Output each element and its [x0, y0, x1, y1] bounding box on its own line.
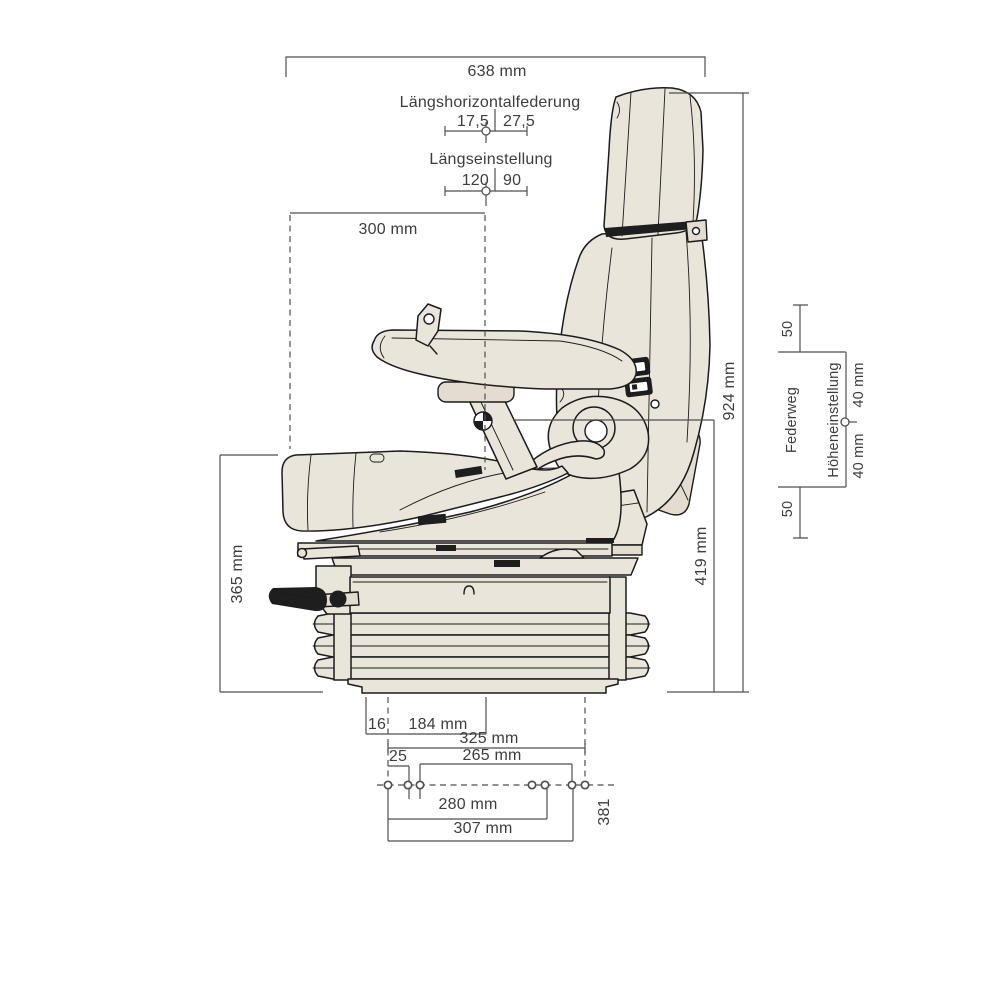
cushion-seam-front	[306, 454, 312, 531]
dim-924-lines	[667, 92, 749, 693]
headrest-seam-left	[621, 91, 632, 237]
lever-grip-highlight	[278, 592, 315, 599]
dim-25-label: 25	[389, 748, 407, 765]
dim-overall-width-bracket	[285, 56, 706, 77]
headrest-corner-seam	[616, 101, 620, 119]
dim-16-label: 16	[368, 716, 386, 733]
cushion-latch-lower	[417, 513, 447, 526]
base-bottom-plate	[347, 678, 619, 694]
dim-280-label: 280 mm	[439, 796, 498, 813]
dim-40-down-label: 40 mm	[851, 433, 867, 478]
backrest-seam-rear	[685, 231, 691, 443]
mount-hole-icon	[567, 780, 577, 790]
hook-bracket	[415, 303, 442, 347]
bracket-screw-icon	[691, 226, 701, 236]
suspension-bellows	[312, 612, 651, 680]
dim-adjust-center-icon	[481, 186, 491, 196]
armrest-seam	[391, 337, 623, 362]
dim-265-lines	[419, 763, 573, 799]
dim-50-top-label: 50	[780, 321, 796, 338]
rail-handle-bar	[301, 545, 361, 560]
dim-265-label: 265 mm	[463, 747, 522, 764]
hook-bracket-stem	[429, 345, 438, 355]
mount-hole-icon	[540, 780, 550, 790]
dim-381-label: 381	[596, 798, 613, 825]
headrest-gap	[605, 221, 694, 237]
cushion-latch-upper	[454, 465, 483, 478]
dim-419-lines	[513, 419, 715, 692]
base-column-right	[608, 576, 627, 681]
mount-hole-icon	[580, 780, 590, 790]
headrest-seam-right	[689, 95, 695, 223]
dim-50-bottom-lines	[793, 487, 808, 539]
side-shell-seam	[379, 491, 546, 533]
base-box-clip-mark	[463, 585, 475, 595]
switch-lower-dot	[631, 384, 638, 390]
dim-419-label: 419 mm	[693, 527, 710, 586]
dim-height-adjust-label: Höheneinstellung	[826, 362, 842, 477]
cushion-top-seam	[399, 467, 559, 511]
dim-184-label: 184 mm	[409, 716, 468, 733]
mount-hole-icon	[415, 780, 425, 790]
mount-hole-icon	[527, 780, 537, 790]
dim-924-label: 924 mm	[721, 362, 738, 421]
dim-300-extension-lines	[289, 215, 486, 470]
suspension-lever	[268, 587, 360, 612]
bellows-creases	[312, 623, 651, 669]
dim-adjust-front: 90	[503, 172, 521, 189]
dim-50-bottom-label: 50	[780, 501, 796, 518]
seat-illustration	[268, 86, 711, 694]
mount-holes	[383, 780, 590, 790]
dim-325-label: 325 mm	[460, 730, 519, 747]
dim-365-label: 365 mm	[229, 545, 246, 604]
dim-isolator-front: 27,5	[503, 113, 535, 130]
mount-hole-icon	[383, 780, 393, 790]
armrest-tip-seam	[379, 335, 386, 359]
dim-height-center-icon	[840, 417, 850, 427]
recline-handle	[523, 440, 606, 476]
dim-isolator-center-icon	[481, 126, 491, 136]
swivel-plate	[331, 557, 639, 576]
rail-cap	[586, 538, 614, 543]
dim-325-line	[387, 743, 586, 753]
dim-280-lines	[387, 789, 548, 841]
cushion-seam-mid	[352, 452, 357, 528]
dim-adjust-back: 120	[462, 172, 489, 189]
rail-latch	[436, 545, 456, 551]
cushion-tag	[369, 453, 385, 463]
rail-handle-tip	[296, 547, 308, 559]
dim-16-184-bracket	[365, 697, 487, 735]
dim-307-lines	[388, 789, 574, 842]
mount-hole-icon	[403, 780, 413, 790]
dim-40-up-label: 40 mm	[851, 362, 867, 407]
side-screw-icon	[650, 399, 660, 409]
armrest	[371, 329, 637, 390]
dimension-annotations: 638 mm Längshorizontalfederung 17,5 27,5…	[219, 56, 867, 842]
hook-bracket-hole	[423, 313, 435, 325]
swivel-latch	[494, 560, 520, 567]
dim-300-label: 300 mm	[359, 221, 418, 238]
dim-travel-label: Federweg	[784, 387, 800, 453]
lever-knob	[329, 590, 347, 608]
switch-lower-face	[628, 380, 650, 394]
dim-365-lines	[219, 454, 323, 693]
headrest	[603, 86, 704, 240]
dim-isolator-back: 17,5	[457, 113, 489, 130]
headrest-seam-mid	[657, 88, 666, 235]
pivot-inner-hole	[584, 419, 608, 443]
lever-grip	[268, 587, 327, 612]
swivel-hump	[539, 548, 585, 559]
dim-307-label: 307 mm	[454, 820, 513, 837]
dim-adjust-title: Längseinstellung	[429, 151, 552, 168]
dim-bottom-extension-lines	[387, 697, 586, 780]
dim-overall-width-label: 638 mm	[468, 63, 527, 80]
center-of-gravity-icon	[473, 411, 493, 431]
dim-isolator-title: Längshorizontalfederung	[400, 94, 581, 111]
dim-50-top-lines	[793, 304, 808, 352]
